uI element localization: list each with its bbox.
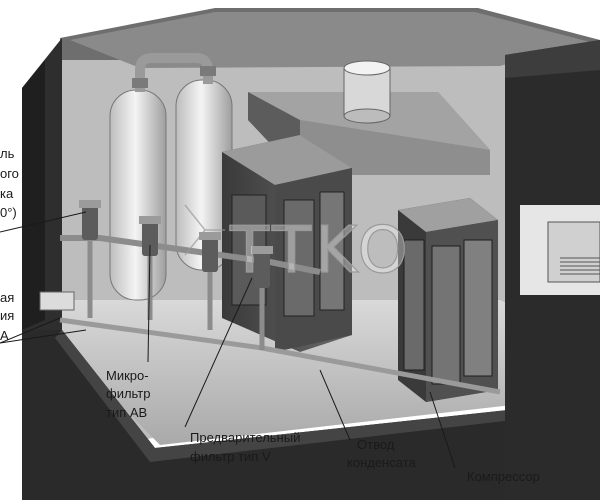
svg-text:ка: ка: [0, 186, 14, 201]
filter-unit: [199, 232, 221, 272]
svg-text:Компрессор: Компрессор: [467, 469, 540, 484]
svg-text:конденсата: конденсата: [347, 455, 416, 470]
svg-text:0°): 0°): [0, 205, 17, 220]
svg-text:фильтр тип V: фильтр тип V: [190, 449, 271, 464]
watermark-logo: [184, 204, 225, 256]
filter-unit: [139, 216, 161, 256]
filter-unit: [251, 246, 273, 288]
compressor-cabinet: [398, 198, 498, 402]
leader-lines: [0, 211, 456, 469]
label-left-cut-top: ль ого ка 0°): [0, 146, 19, 220]
label-microfilter: Микро- фильтр тип AB: [106, 368, 150, 420]
svg-text:ого: ого: [0, 166, 19, 181]
watermark-text: TTKO: [229, 214, 412, 288]
label-condensate-drain: Отвод конденсата: [347, 437, 416, 470]
svg-text:фильтр: фильтр: [106, 386, 150, 401]
filter-units: [79, 200, 273, 288]
svg-text:ия: ия: [0, 308, 14, 323]
svg-text:Отвод: Отвод: [357, 437, 395, 452]
label-compressor: Компрессор: [467, 469, 540, 484]
svg-text:А: А: [0, 328, 9, 343]
label-left-cut-bottom: ая ия А: [0, 290, 14, 343]
svg-text:Предварительный: Предварительный: [190, 430, 300, 445]
svg-text:ль: ль: [0, 146, 15, 161]
dryer-cabinet: [222, 135, 352, 352]
filter-unit: [79, 200, 101, 240]
svg-text:тип AB: тип AB: [106, 405, 147, 420]
svg-text:Микро-: Микро-: [106, 368, 149, 383]
label-prefilter: Предварительный фильтр тип V: [190, 430, 300, 464]
svg-text:ая: ая: [0, 290, 14, 305]
